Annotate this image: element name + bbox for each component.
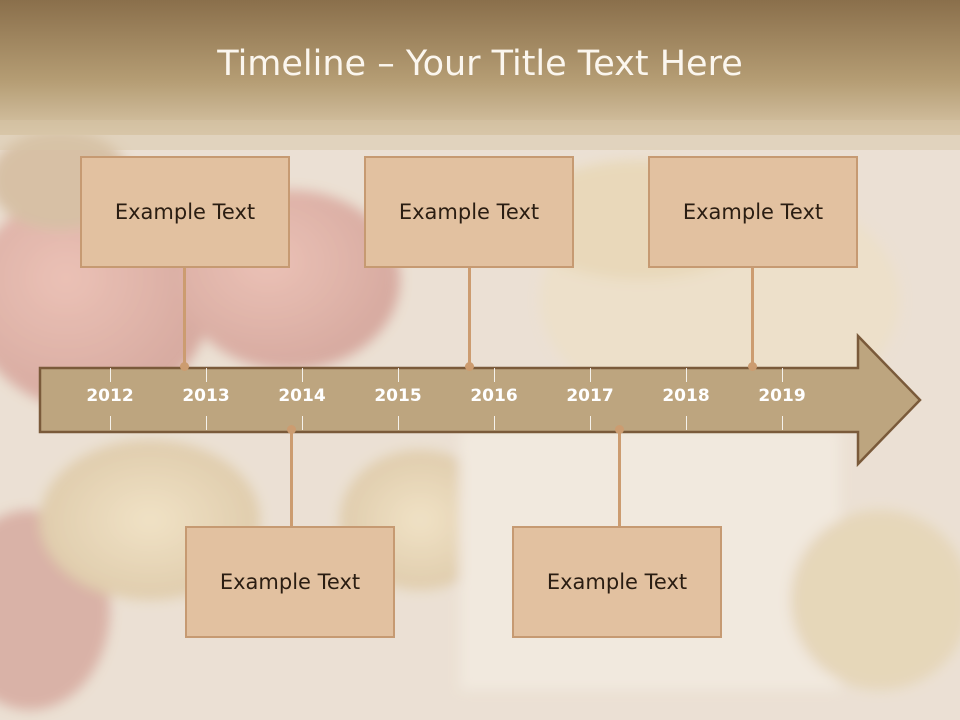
year-tick xyxy=(686,416,687,430)
event-marker xyxy=(748,362,757,371)
year-label-2018: 2018 xyxy=(662,386,710,406)
year-label-2016: 2016 xyxy=(470,386,518,406)
event-connector xyxy=(618,430,621,528)
event-box-top-1: Example Text xyxy=(80,156,290,268)
year-label-2014: 2014 xyxy=(278,386,326,406)
year-tick xyxy=(110,416,111,430)
event-marker xyxy=(615,425,624,434)
year-tick xyxy=(494,416,495,430)
year-label-2017: 2017 xyxy=(566,386,614,406)
year-tick xyxy=(590,416,591,430)
event-box-top-3: Example Text xyxy=(648,156,858,268)
year-tick xyxy=(206,368,207,382)
year-tick xyxy=(302,416,303,430)
event-box-bottom-2: Example Text xyxy=(512,526,722,638)
year-tick xyxy=(398,368,399,382)
year-tick xyxy=(302,368,303,382)
event-connector xyxy=(183,268,186,366)
year-tick xyxy=(494,368,495,382)
year-label-2012: 2012 xyxy=(86,386,134,406)
year-tick xyxy=(206,416,207,430)
slide-title: Timeline – Your Title Text Here xyxy=(217,44,743,84)
event-connector xyxy=(751,268,754,366)
event-box-top-2: Example Text xyxy=(364,156,574,268)
year-tick xyxy=(782,368,783,382)
year-label-2015: 2015 xyxy=(374,386,422,406)
event-marker xyxy=(180,362,189,371)
event-connector xyxy=(468,268,471,366)
year-label-2013: 2013 xyxy=(182,386,230,406)
event-marker xyxy=(287,425,296,434)
year-tick xyxy=(398,416,399,430)
year-tick xyxy=(110,368,111,382)
event-marker xyxy=(465,362,474,371)
event-box-bottom-1: Example Text xyxy=(185,526,395,638)
year-tick xyxy=(782,416,783,430)
year-tick xyxy=(590,368,591,382)
event-connector xyxy=(290,430,293,528)
year-label-2019: 2019 xyxy=(758,386,806,406)
year-tick xyxy=(686,368,687,382)
